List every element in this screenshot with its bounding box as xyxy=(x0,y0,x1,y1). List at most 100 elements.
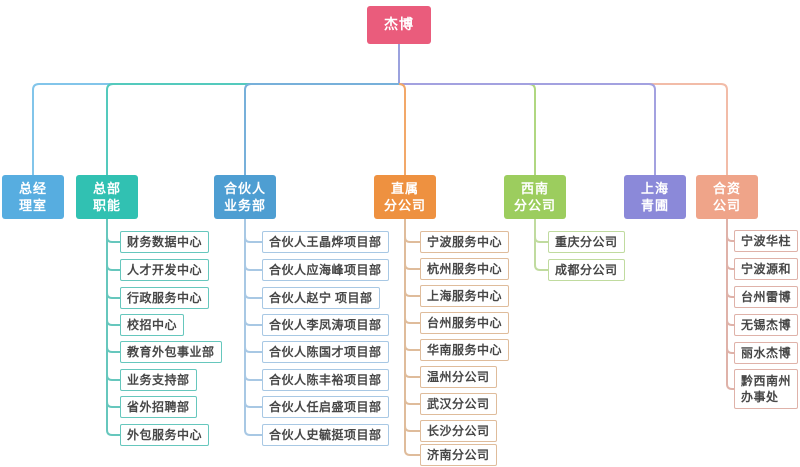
org-node-child[interactable]: 省外招聘部 xyxy=(120,396,197,418)
node-label: 合伙人陈丰裕项目部 xyxy=(269,373,382,387)
connector-line xyxy=(404,236,420,243)
connector-line xyxy=(404,263,420,270)
connector-line xyxy=(106,401,120,408)
node-label: 宁波华柱 xyxy=(741,234,792,248)
node-label: 校招中心 xyxy=(127,318,178,332)
node-label: 外包服务中心 xyxy=(127,428,203,442)
node-label: 分公司 xyxy=(383,198,426,213)
org-node-branch-hehuoren-yewubu[interactable]: 合伙人业务部 xyxy=(214,175,276,219)
connector-line xyxy=(106,346,120,353)
org-node-branch-xinan-fengongsi[interactable]: 西南分公司 xyxy=(504,175,566,219)
node-label: 财务数据中心 xyxy=(127,235,203,249)
connector-line xyxy=(404,371,420,378)
org-node-child[interactable]: 合伙人王晶烨项目部 xyxy=(262,231,389,253)
org-node-child[interactable]: 温州分公司 xyxy=(420,366,497,388)
node-label: 理室 xyxy=(18,198,47,213)
org-node-branch-hezi-gongsi[interactable]: 合资公司 xyxy=(696,175,758,219)
node-label: 宁波服务中心 xyxy=(427,235,503,249)
org-node-child[interactable]: 财务数据中心 xyxy=(120,231,210,253)
org-node-child[interactable]: 重庆分公司 xyxy=(548,231,625,253)
connector-line xyxy=(726,319,734,326)
node-label: 总部 xyxy=(92,181,121,196)
org-node-child[interactable]: 台州服务中心 xyxy=(420,312,510,334)
connector-line xyxy=(106,319,120,326)
org-node-branch-zhishu-fengongsi[interactable]: 直属分公司 xyxy=(374,175,436,219)
org-node-child[interactable]: 宁波源和 xyxy=(734,258,799,280)
org-node-child[interactable]: 合伙人史毓挺项目部 xyxy=(262,424,389,446)
org-node-child[interactable]: 宁波服务中心 xyxy=(420,231,510,253)
connector-line xyxy=(106,374,120,381)
org-node-child[interactable]: 黔西南州办事处 xyxy=(734,369,799,409)
node-label: 直属 xyxy=(390,181,419,196)
org-node-child[interactable]: 宁波华柱 xyxy=(734,230,799,252)
connector-line xyxy=(244,236,262,243)
connector-line xyxy=(398,83,406,175)
connector-line xyxy=(244,346,262,353)
org-node-child[interactable]: 济南分公司 xyxy=(420,444,497,466)
node-label: 济南分公司 xyxy=(427,448,490,462)
org-node-child[interactable]: 丽水杰博 xyxy=(734,342,799,364)
node-label: 上海 xyxy=(640,181,669,196)
org-node-child[interactable]: 无锡杰博 xyxy=(734,314,799,336)
node-label: 合伙人陈国才项目部 xyxy=(269,345,382,359)
connector-line xyxy=(534,236,548,243)
node-label: 无锡杰博 xyxy=(741,318,792,332)
connector-line xyxy=(726,347,734,354)
org-node-child[interactable]: 合伙人赵宁 项目部 xyxy=(262,287,380,309)
node-label: 行政服务中心 xyxy=(127,291,203,305)
org-node-child[interactable]: 合伙人李凤涛项目部 xyxy=(262,314,389,336)
node-label: 合伙人任启盛项目部 xyxy=(269,400,382,414)
node-label: 业务部 xyxy=(223,198,266,213)
connector-line xyxy=(404,425,420,432)
node-label: 丽水杰博 xyxy=(741,346,792,360)
org-node-child[interactable]: 校招中心 xyxy=(120,314,185,336)
connector-line xyxy=(399,83,728,175)
connector-line xyxy=(244,83,399,175)
org-node-child[interactable]: 合伙人应海峰项目部 xyxy=(262,259,389,281)
org-node-child[interactable]: 外包服务中心 xyxy=(120,424,210,446)
org-node-child[interactable]: 人才开发中心 xyxy=(120,259,210,281)
org-node-child[interactable]: 合伙人陈丰裕项目部 xyxy=(262,369,389,391)
connector-line xyxy=(399,83,656,175)
connector-line xyxy=(404,317,420,324)
connector-line xyxy=(726,291,734,298)
node-label: 业务支持部 xyxy=(127,373,190,387)
connector-line xyxy=(106,264,120,271)
node-label: 重庆分公司 xyxy=(555,235,618,249)
connector-line xyxy=(726,235,734,242)
node-label: 合资 xyxy=(712,181,741,196)
node-label: 成都分公司 xyxy=(555,263,618,277)
connector-line xyxy=(726,219,734,390)
org-node-child[interactable]: 业务支持部 xyxy=(120,369,197,391)
org-node-child[interactable]: 行政服务中心 xyxy=(120,287,210,309)
org-node-branch-zongbu-zhineng[interactable]: 总部职能 xyxy=(76,175,138,219)
org-node-root[interactable]: 杰博 xyxy=(367,6,431,44)
connector-line xyxy=(244,292,262,299)
node-label: 教育外包事业部 xyxy=(127,345,215,359)
node-label: 台州雷博 xyxy=(741,290,792,304)
node-label: 合伙人 xyxy=(223,181,266,196)
node-label: 杰博 xyxy=(384,17,414,33)
org-node-child[interactable]: 华南服务中心 xyxy=(420,339,510,361)
org-node-child[interactable]: 合伙人陈国才项目部 xyxy=(262,341,389,363)
node-label: 省外招聘部 xyxy=(127,400,190,414)
org-node-child[interactable]: 杭州服务中心 xyxy=(420,258,510,280)
node-label: 合伙人应海峰项目部 xyxy=(269,263,382,277)
org-node-child[interactable]: 教育外包事业部 xyxy=(120,341,222,363)
org-node-branch-zongjinglishi[interactable]: 总经理室 xyxy=(2,175,64,219)
connector-line xyxy=(244,319,262,326)
node-label: 合伙人王晶烨项目部 xyxy=(269,235,382,249)
node-label: 合伙人史毓挺项目部 xyxy=(269,428,382,442)
org-node-child[interactable]: 合伙人任启盛项目部 xyxy=(262,396,389,418)
org-node-child[interactable]: 台州雷博 xyxy=(734,286,799,308)
node-label: 宁波源和 xyxy=(741,262,792,276)
node-label: 黔西南州 xyxy=(741,374,792,388)
node-label: 分公司 xyxy=(513,198,556,213)
org-node-child[interactable]: 成都分公司 xyxy=(548,259,625,281)
org-node-child[interactable]: 武汉分公司 xyxy=(420,393,497,415)
node-label: 人才开发中心 xyxy=(127,263,203,277)
org-node-child[interactable]: 长沙分公司 xyxy=(420,420,497,442)
org-node-branch-shanghai-qingpu[interactable]: 上海青圃 xyxy=(624,175,686,219)
org-node-child[interactable]: 上海服务中心 xyxy=(420,285,510,307)
